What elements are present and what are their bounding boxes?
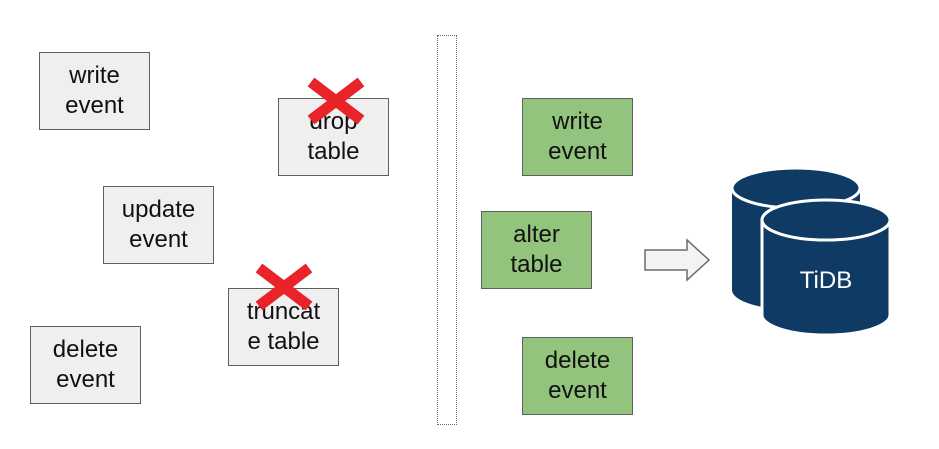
tidb-label: TiDB <box>800 267 852 294</box>
write-event-label: write event <box>548 108 607 165</box>
database-icon: TiDB <box>730 166 892 337</box>
write-event-box: write event <box>39 52 150 130</box>
right-arrow-icon <box>644 238 711 282</box>
update-event-label: update event <box>121 196 196 253</box>
delete-event-label: delete event <box>544 347 611 404</box>
alter-table-box: alter table <box>481 211 592 289</box>
delete-event-label: delete event <box>52 336 119 393</box>
write-event-box-replicated: write event <box>522 98 633 176</box>
tidb-database: TiDB <box>728 160 898 345</box>
alter-table-label: alter table <box>510 221 563 278</box>
divider <box>437 35 457 425</box>
x-mark-icon <box>307 77 365 125</box>
write-event-label: write event <box>65 62 124 119</box>
delete-event-box-replicated: delete event <box>522 337 633 415</box>
drop-table-box: drop table <box>278 98 389 176</box>
x-mark-icon <box>255 263 313 311</box>
delete-event-box: delete event <box>30 326 141 404</box>
update-event-box: update event <box>103 186 214 264</box>
